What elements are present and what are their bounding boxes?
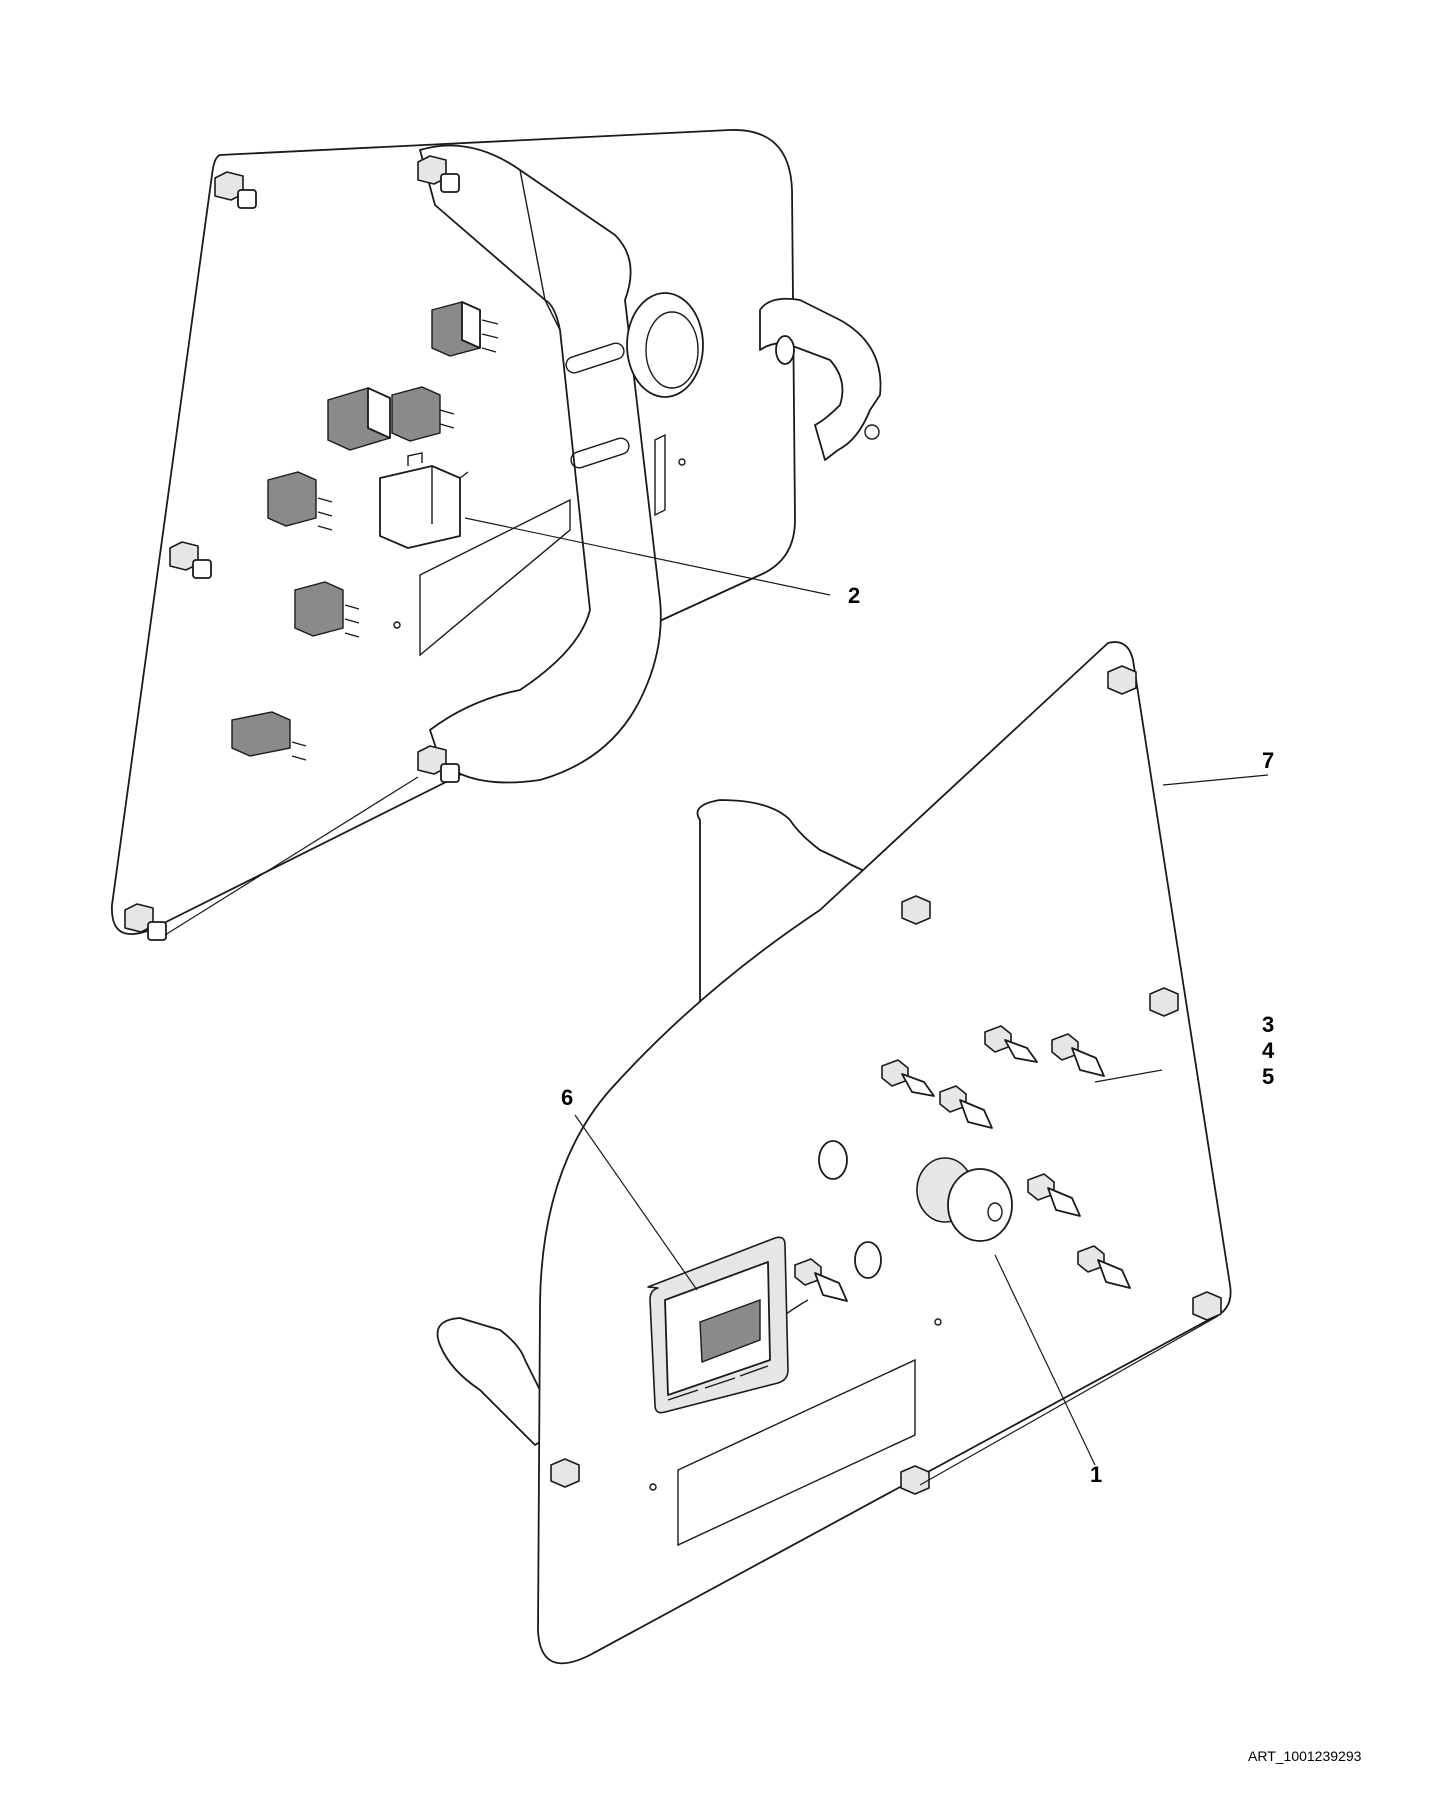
- callout-2: 2: [848, 583, 860, 608]
- rear-control-panel: [111, 129, 882, 941]
- front-control-panel: [436, 641, 1232, 1665]
- art-reference: ART_1001239293: [1248, 1748, 1362, 1764]
- callout-1: 1: [1090, 1462, 1102, 1487]
- display-module: [647, 1236, 789, 1414]
- leader-lines: [164, 517, 1269, 1486]
- callout-5: 5: [1262, 1064, 1274, 1089]
- callout-4: 4: [1262, 1038, 1275, 1063]
- toggle-switches: [794, 1025, 1131, 1302]
- callout-7: 7: [1262, 748, 1274, 773]
- emergency-stop: [916, 1157, 1013, 1242]
- callout-3: 3: [1262, 1012, 1274, 1037]
- callout-6: 6: [561, 1085, 573, 1110]
